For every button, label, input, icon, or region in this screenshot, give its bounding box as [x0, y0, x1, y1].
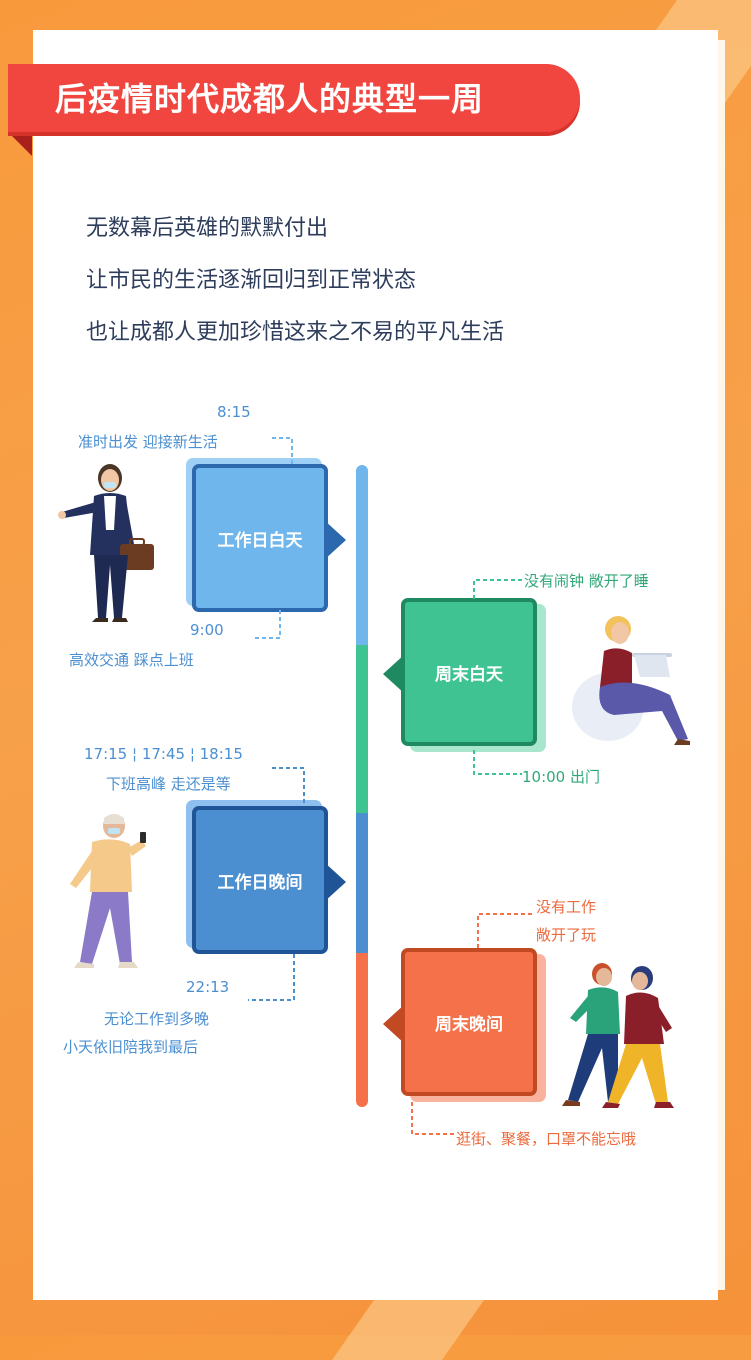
weekend-day-label: 周末白天: [435, 664, 503, 685]
weekday-night-time-bottom: 22:13: [186, 978, 230, 996]
weekday-night-bubble: 工作日晚间: [192, 806, 346, 954]
weekday-night-times: 17:15 ¦ 17:45 ¦ 18:15: [84, 745, 243, 763]
weekend-night-bubble: 周末晚间: [383, 948, 537, 1096]
dashed-connector: [248, 954, 295, 1001]
weekday-night-label: 工作日晚间: [217, 872, 303, 893]
bubble-pointer: [324, 862, 346, 902]
page-title: 后疫情时代成都人的典型一周: [55, 80, 485, 118]
timeline-segment-weekend-day: [356, 645, 368, 813]
dashed-connector: [411, 1102, 454, 1135]
weekday-day-time-top: 8:15: [217, 403, 251, 421]
bubble-pointer: [383, 1004, 405, 1044]
weekend-night-note-bottom: 逛街、聚餐，口罩不能忘哦: [456, 1130, 637, 1148]
weekday-night-note-bottom-2: 小天依旧陪我到最后: [63, 1038, 199, 1056]
weekend-night-label: 周末晚间: [435, 1014, 503, 1035]
weekday-day-label: 工作日白天: [217, 530, 303, 551]
timeline-segment-weekday-day: [356, 465, 368, 645]
dashed-connector: [272, 437, 293, 464]
weekday-day-note-bottom: 高效交通 踩点上班: [69, 651, 194, 669]
weekday-night-note-top: 下班高峰 走还是等: [106, 775, 231, 793]
weekday-day-note-top: 准时出发 迎接新生活: [78, 433, 218, 451]
weekend-night-note-top-1: 没有工作: [536, 898, 597, 916]
dashed-connector: [473, 750, 522, 775]
intro-line-2: 让市民的生活逐渐回归到正常状态: [86, 268, 417, 293]
dashed-connector: [252, 610, 281, 639]
timeline-segment-weekend-night: [356, 953, 368, 1107]
intro-line-3: 也让成都人更加珍惜这来之不易的平凡生活: [86, 320, 505, 345]
timeline-segment-weekday-night: [356, 813, 368, 953]
title-banner-fold: [8, 132, 32, 156]
weekend-day-note-bottom: 10:00 出门: [522, 768, 600, 786]
title-banner: [8, 64, 580, 132]
dashed-connector: [473, 579, 522, 602]
intro-line-1: 无数幕后英雄的默默付出: [86, 216, 329, 241]
weekend-night-note-top-2: 敞开了玩: [536, 926, 597, 944]
bubble-pointer: [324, 520, 346, 560]
dashed-connector: [477, 913, 532, 950]
couple-walking-illustration: [562, 963, 674, 1108]
card-edge: [718, 40, 725, 1290]
dashed-connector: [272, 767, 305, 804]
weekday-night-note-bottom-1: 无论工作到多晚: [104, 1010, 210, 1028]
bubble-pointer: [383, 654, 405, 694]
woman-laptop-illustration: [572, 616, 690, 745]
man-phone-illustration: [70, 814, 146, 968]
weekend-day-note-top: 没有闹钟 敞开了睡: [524, 572, 649, 590]
weekend-day-bubble: 周末白天: [383, 598, 537, 746]
weekday-day-bubble: 工作日白天: [192, 464, 346, 612]
woman-commuter-illustration: [58, 464, 154, 622]
weekday-day-time-bottom: 9:00: [190, 621, 224, 639]
